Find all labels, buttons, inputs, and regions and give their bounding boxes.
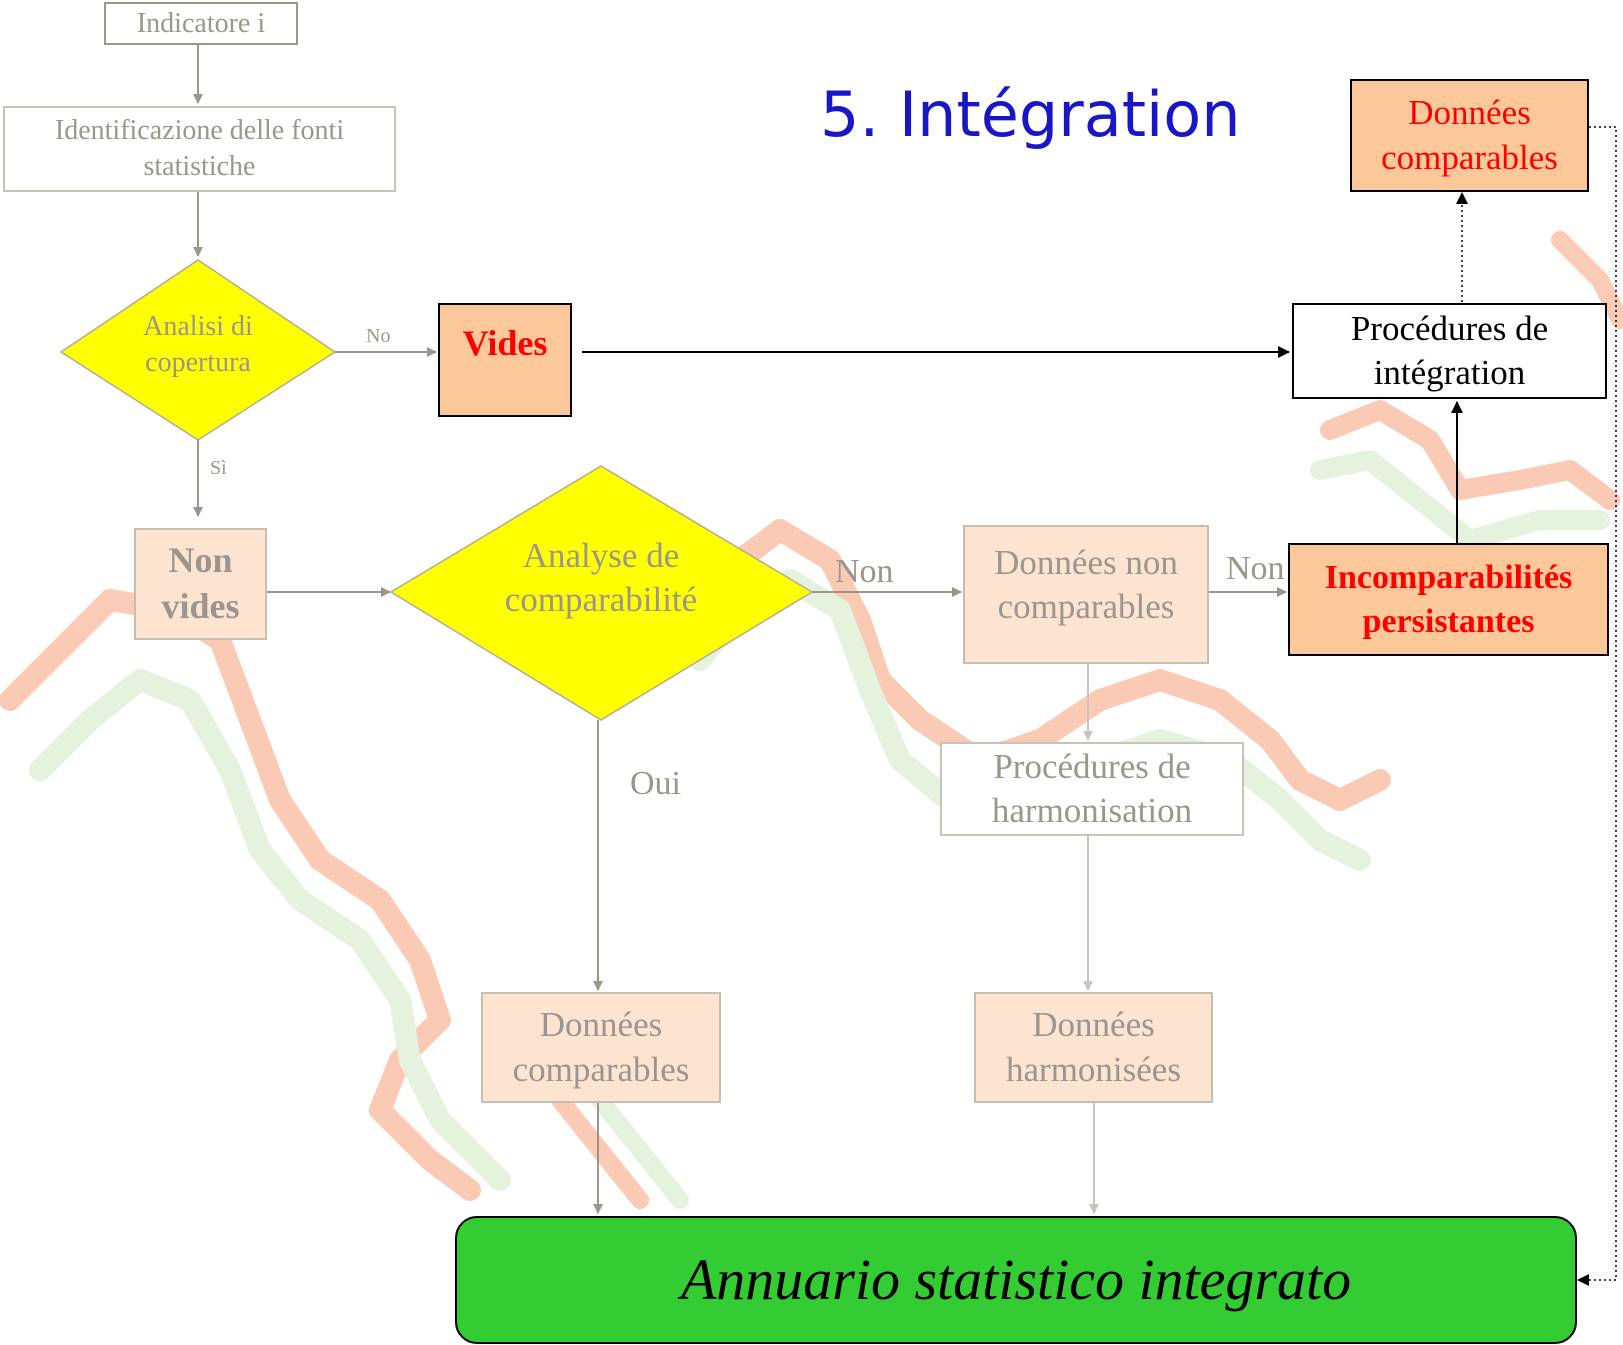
node-procedures-harmonisation: Procédures de harmonisation [940,742,1244,836]
edge-donneestop-annuario [1577,126,1617,1286]
node-procedures-integration: Procédures de intégration [1292,303,1607,399]
node-donnees-harmonisees: Données harmonisées [974,992,1213,1103]
node-incomparabilites: Incomparabilités persistantes [1288,543,1609,656]
analisi-diamond-shape [59,259,337,441]
edge-label-non-2: Non [1226,550,1285,587]
page-title: 5. Intégration [820,78,1241,151]
node-analisi-copertura: Analisi di copertura [143,311,253,378]
node-donnees-non-comparables: Données non comparables [963,525,1209,664]
edge-label-no: No [366,325,391,347]
edge-label-non-1: Non [835,553,894,590]
node-donnees-comparables-bottom: Données comparables [481,992,721,1103]
node-identificazione: Identificazione delle fonti statistiche [3,106,396,192]
node-analyse-comparabilite: Analyse de comparabilité [504,535,698,619]
edge-label-si: Sì [210,457,227,479]
edge-label-oui: Oui [630,765,681,802]
analyse-diamond-shape [389,465,814,721]
node-non-vides: Non vides [134,528,267,640]
node-donnees-comparables-top: Données comparables [1350,79,1589,192]
node-indicatore: Indicatore i [104,2,298,45]
node-annuario: Annuario statistico integrato [455,1216,1577,1344]
node-vides: Vides [438,303,572,417]
